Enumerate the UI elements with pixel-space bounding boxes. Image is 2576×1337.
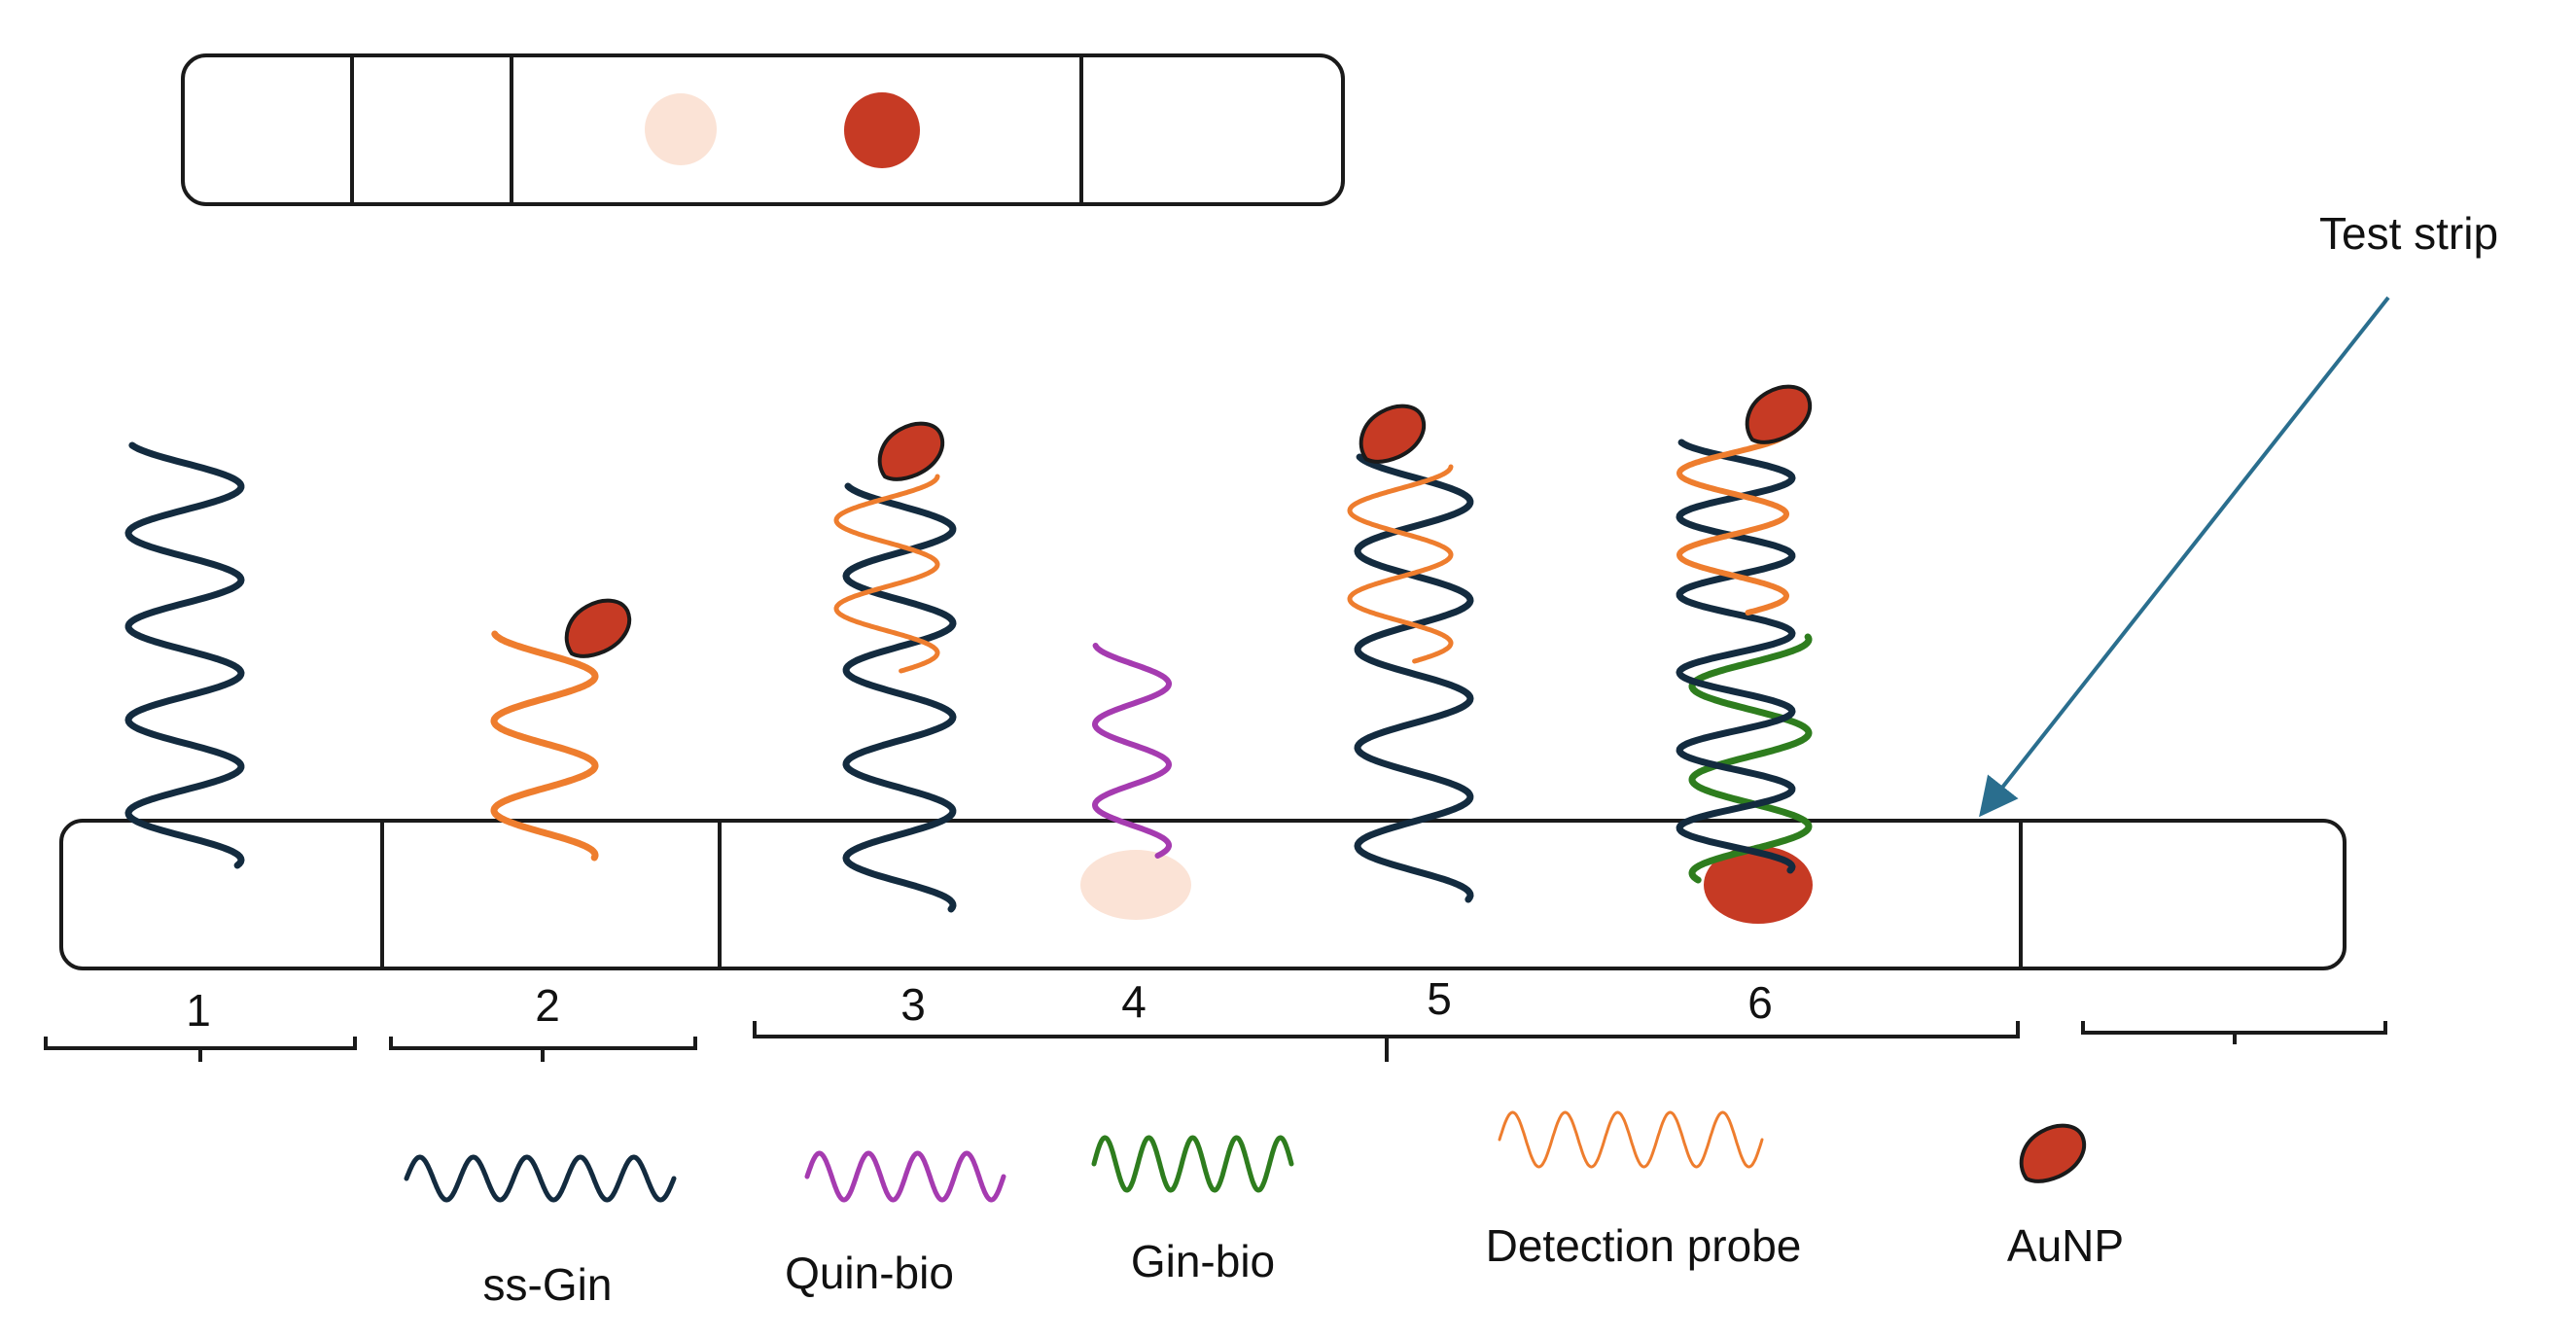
- zone-number-1: 1: [186, 985, 211, 1036]
- legend-label-detection-probe: Detection probe: [1486, 1220, 1802, 1271]
- gin-bio-strand-zone6: [1688, 633, 1813, 884]
- detection-probe-strand-zone2: [490, 630, 599, 862]
- detection-probe-strand-zone3: [833, 474, 940, 674]
- legend-icon-detection-probe: [1498, 1110, 1764, 1169]
- legend-label-ss-gin: ss-Gin: [483, 1259, 613, 1310]
- strands-layer: [124, 384, 2086, 1203]
- ss-gin-strand-zone6: [1676, 439, 1796, 874]
- bracket-membrane: [753, 1021, 2020, 1062]
- legend-icon-aunp: [2019, 1123, 2086, 1183]
- quin-bio-strand-zone4: [1092, 643, 1172, 859]
- legend-label-aunp: AuNP: [2007, 1220, 2124, 1271]
- aunp-zone5: [1359, 404, 1426, 464]
- detection-probe-strand-zone5: [1347, 464, 1454, 664]
- main-strip: [59, 819, 2347, 970]
- main-strip-outline: [59, 819, 2347, 970]
- bracket-absorbent-pad: [2081, 1021, 2387, 1044]
- zone-number-4: 4: [1121, 976, 1147, 1027]
- legend-icon-quin-bio: [804, 1150, 1006, 1203]
- detection-probe-strand-zone6: [1676, 430, 1789, 616]
- ss-gin-strand-zone3: [842, 482, 957, 913]
- readout-control-dot: [645, 93, 717, 165]
- aunp-zone3: [877, 421, 944, 481]
- readout-test-dot: [844, 92, 920, 168]
- control-line-dot: [1080, 850, 1191, 920]
- aunp-zone2: [564, 598, 631, 658]
- legend-label-quin-bio: Quin-bio: [785, 1248, 954, 1298]
- ss-gin-strand-zone1: [124, 441, 245, 869]
- test-strip-label: Test strip: [2319, 208, 2498, 259]
- bracket-sample-pad: [44, 1037, 357, 1062]
- bracket-conjugate-pad: [389, 1037, 697, 1062]
- legend-label-gin-bio: Gin-bio: [1131, 1236, 1275, 1286]
- test-line-dot: [1704, 846, 1813, 924]
- zone-number-2: 2: [535, 980, 560, 1031]
- readout-strip-outline: [181, 53, 1345, 206]
- test-strip-arrow: [1979, 296, 2390, 818]
- zone-number-6: 6: [1747, 977, 1773, 1028]
- readout-strip: [181, 53, 1345, 206]
- zone-brackets: [44, 1021, 2387, 1062]
- legend-icon-ss-gin: [404, 1154, 677, 1203]
- zone-number-5: 5: [1427, 973, 1452, 1024]
- zone-number-3: 3: [900, 979, 926, 1030]
- aunp-zone6: [1745, 384, 1812, 444]
- legend-icon-gin-bio: [1091, 1135, 1294, 1193]
